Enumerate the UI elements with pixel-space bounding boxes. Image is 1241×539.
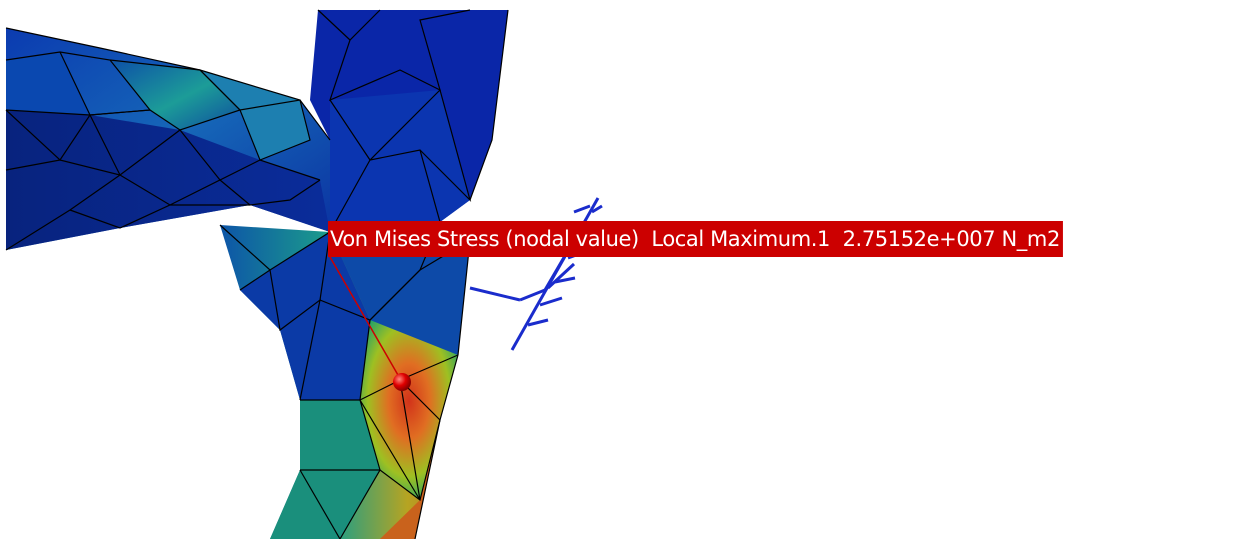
annotation-feature: Local Maximum.1	[651, 227, 831, 251]
annotation-label-background	[328, 221, 1063, 257]
annotation-quantity: Von Mises Stress (nodal value)	[330, 227, 639, 251]
stress-annotation-label[interactable]: Von Mises Stress (nodal value) Local Max…	[328, 221, 1063, 257]
mesh-edges	[5, 9, 509, 539]
mesh-lower-body	[220, 222, 470, 539]
annotation-leader-line	[329, 256, 403, 383]
annotation-value: 2.75152e+007	[842, 227, 996, 251]
annotation-unit: N_m2	[1001, 227, 1061, 251]
local-maximum-marker-icon[interactable]	[393, 373, 411, 391]
